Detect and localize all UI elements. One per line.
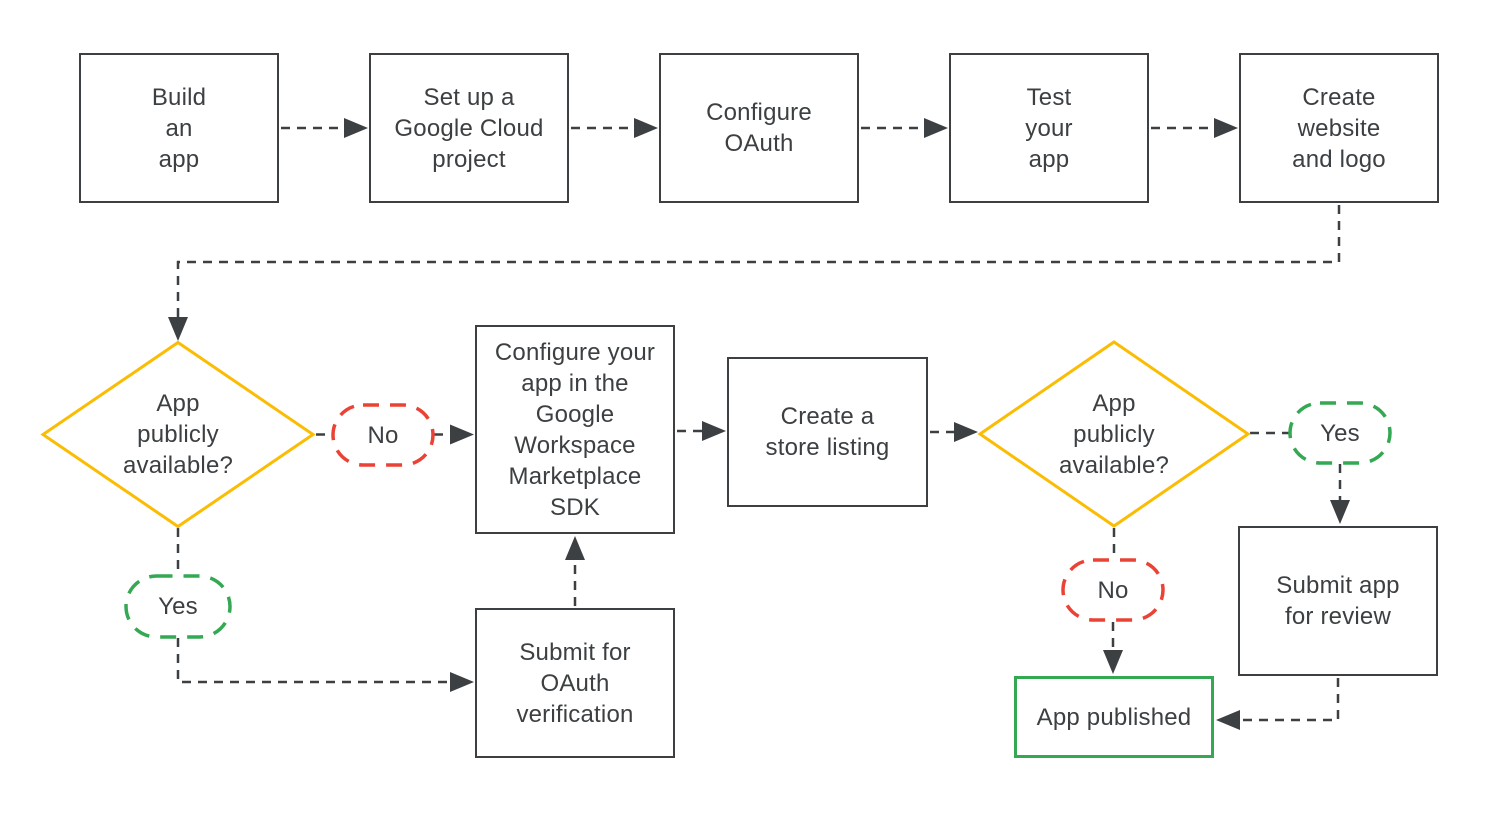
connectors: [176, 126, 1342, 722]
arrowhead-up-to-configure-sdk: [565, 536, 585, 560]
connector-submit-review-to-app-published: [1242, 678, 1340, 722]
step-create-website-and-logo: Create website and logo: [1239, 53, 1439, 203]
step-submit-app-for-review: Submit app for review: [1238, 526, 1438, 676]
step-set-up-google-cloud-project: Set up a Google Cloud project: [369, 53, 569, 203]
arrowhead-to-submit-review: [1330, 500, 1350, 524]
step-create-store-listing: Create a store listing: [727, 357, 928, 507]
yes-oval-right: [1288, 401, 1392, 465]
no-left-label: No: [367, 421, 399, 449]
no-oval-left: [331, 403, 435, 467]
step-configure-marketplace-sdk: Configure your app in the Google Workspa…: [475, 325, 675, 534]
yes-right-label: Yes: [1320, 419, 1360, 447]
step-configure-oauth: Configure OAuth: [659, 53, 859, 203]
step-app-published: App published: [1014, 676, 1214, 758]
no-right-label: No: [1097, 576, 1129, 604]
decision-right-label: App publicly available?: [1058, 389, 1170, 479]
arrowhead-down-to-app-published: [1103, 650, 1123, 674]
yes-oval-left: [124, 574, 232, 639]
decision-diamond-left: [40, 340, 316, 529]
arrowhead-to-setup: [344, 118, 368, 138]
arrowhead-to-website: [1214, 118, 1238, 138]
step-build-an-app: Build an app: [79, 53, 279, 203]
arrowhead-to-decision-right: [954, 422, 978, 442]
decision-left-label: App publicly available?: [122, 389, 234, 479]
arrowhead-to-oauth: [634, 118, 658, 138]
arrowheads: [168, 118, 1350, 730]
arrowhead-to-submit-oauth: [450, 672, 474, 692]
connector-yes-to-submit-oauth: [176, 638, 450, 684]
arrowhead-to-decision-left: [168, 317, 188, 341]
arrowhead-to-store-listing: [702, 421, 726, 441]
yes-left-label: Yes: [158, 593, 198, 620]
arrowhead-left-to-app-published: [1216, 710, 1240, 730]
connector-website-to-decision-left: [176, 205, 1341, 317]
no-oval-right: [1061, 558, 1165, 622]
step-test-your-app: Test your app: [949, 53, 1149, 203]
arrowhead-to-test: [924, 118, 948, 138]
arrowhead-to-configure-sdk: [450, 424, 474, 445]
step-submit-oauth-verification: Submit for OAuth verification: [475, 608, 675, 758]
decision-diamond-right: [977, 340, 1251, 528]
